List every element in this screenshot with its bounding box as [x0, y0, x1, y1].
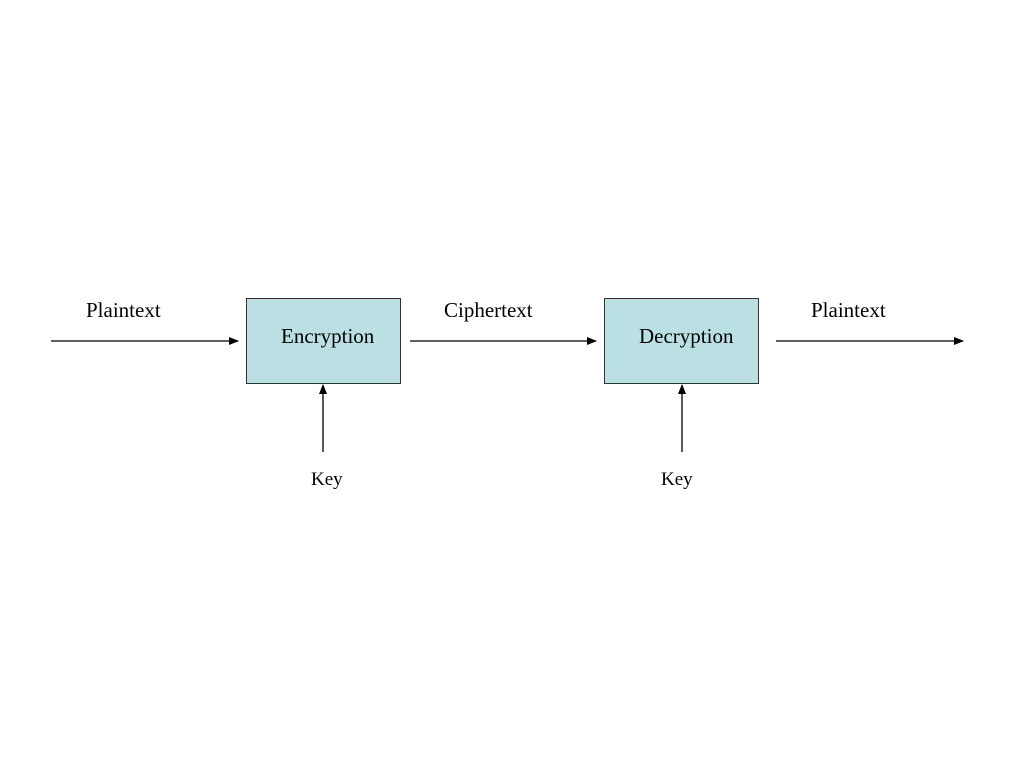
decryption-box-label: Decryption	[639, 324, 734, 348]
plaintext-input-label: Plaintext	[86, 298, 161, 322]
plaintext-output-label: Plaintext	[811, 298, 886, 322]
decryption-key-label: Key	[661, 469, 693, 490]
encryption-box	[246, 298, 401, 384]
decryption-box	[604, 298, 759, 384]
encryption-box-label: Encryption	[281, 324, 375, 348]
encryption-key-label: Key	[311, 469, 343, 490]
ciphertext-label: Ciphertext	[444, 298, 533, 322]
